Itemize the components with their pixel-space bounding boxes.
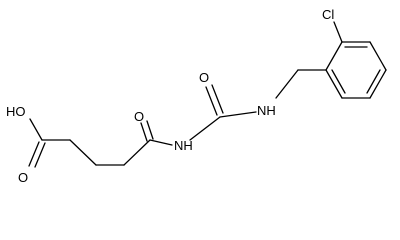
amide-oxygen-label: O [134, 109, 144, 124]
ring-double-bond [366, 69, 381, 94]
ch2-nh-bond [275, 69, 299, 99]
amide-c-o-double-bond [146, 120, 154, 140]
urea-oxygen-label: O [199, 70, 209, 85]
chlorine-label: Cl [322, 7, 334, 22]
imide-nh-label: NH [174, 138, 193, 153]
ring-bond [325, 69, 343, 99]
ring-bond [369, 41, 387, 71]
chain-bond [123, 139, 151, 166]
nh-c-urea-bond [219, 111, 257, 118]
acid-c-o-double-bond [34, 142, 46, 168]
c-cl-bond [333, 21, 343, 43]
ring-bond [325, 41, 343, 71]
chain-bond [69, 139, 97, 166]
acid-c-oh-bond [29, 118, 43, 141]
chemical-structure: Cl HO O O O NH NH [6, 7, 387, 185]
amide-c-o-double-bond [140, 122, 148, 142]
structure-canvas: Cl HO O O O NH NH [6, 7, 387, 185]
acid-c-o-double-bond [28, 141, 40, 167]
benzene-ring [325, 41, 387, 99]
urea-c-o-double-bond [211, 84, 224, 114]
acid-oxygen-label: O [18, 170, 28, 185]
urea-c-o-double-bond [205, 86, 218, 116]
ring-bond [369, 69, 387, 99]
benzyl-nh-label: NH [257, 103, 276, 118]
ring-double-bond [331, 69, 346, 94]
c-nh-imide-bond [189, 116, 221, 141]
hydroxyl-label: HO [6, 104, 26, 119]
nh-c-amide-bond [149, 139, 173, 146]
